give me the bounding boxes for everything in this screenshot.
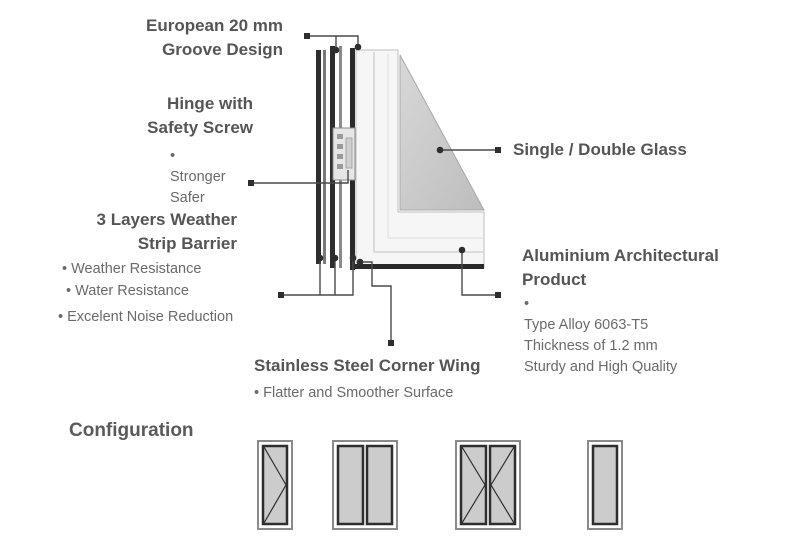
- glass-callout-title: Single / Double Glass: [513, 140, 687, 159]
- weather-callout-title: 3 Layers Weather Strip Barrier: [97, 208, 237, 256]
- aluminium-title-line1: Aluminium Architectural: [522, 246, 719, 265]
- leader-markers: [248, 33, 501, 346]
- aluminium-bullet: Thickness of 1.2 mm: [524, 338, 658, 354]
- groove-title-line2: Groove Design: [162, 40, 283, 59]
- hinge-bullet: Stronger: [170, 169, 226, 185]
- corner-bullet: Flatter and Smoother Surface: [254, 383, 453, 404]
- groove-title-line1: European 20 mm: [146, 16, 283, 35]
- hinge-callout-title: Hinge with Safety Screw: [147, 92, 253, 140]
- weather-bullet-1: Weather Resistance: [62, 259, 201, 280]
- hinge-title-line2: Safety Screw: [147, 118, 253, 137]
- window-config-single-sash-icon: [257, 440, 293, 530]
- hinge-title-line1: Hinge with: [167, 94, 253, 113]
- hinge-bullet-list: Stronger Safer: [170, 146, 226, 209]
- leader-lines: [252, 35, 498, 342]
- window-config-single-fixed-icon: [587, 440, 623, 530]
- aluminium-bullet: Sturdy and High Quality: [524, 359, 678, 375]
- hinge-bullet: Safer: [170, 190, 205, 206]
- aluminium-bullet-list: Type Alloy 6063-T5 Thickness of 1.2 mm S…: [524, 294, 677, 378]
- configuration-heading: Configuration: [69, 420, 194, 441]
- hinge-safety-screw: [332, 127, 356, 181]
- aluminium-bullet: Type Alloy 6063-T5: [524, 317, 649, 333]
- groove-callout-title: European 20 mm Groove Design: [146, 14, 283, 62]
- weather-title-line1: 3 Layers Weather: [96, 210, 237, 229]
- window-config-double-sash-icon: [455, 440, 521, 530]
- aluminium-title-line2: Product: [522, 270, 587, 289]
- window-frame-corner: [355, 49, 485, 269]
- aluminium-callout-title: Aluminium Architectural Product: [522, 244, 719, 292]
- weather-bullet-3: Excelent Noise Reduction: [58, 307, 233, 328]
- corner-callout-title: Stainless Steel Corner Wing: [254, 356, 481, 375]
- window-config-double-fixed-icon: [332, 440, 398, 530]
- weather-bullet-2: Water Resistance: [66, 281, 189, 302]
- glass-pane: [399, 54, 485, 211]
- weather-title-line2: Strip Barrier: [137, 234, 237, 253]
